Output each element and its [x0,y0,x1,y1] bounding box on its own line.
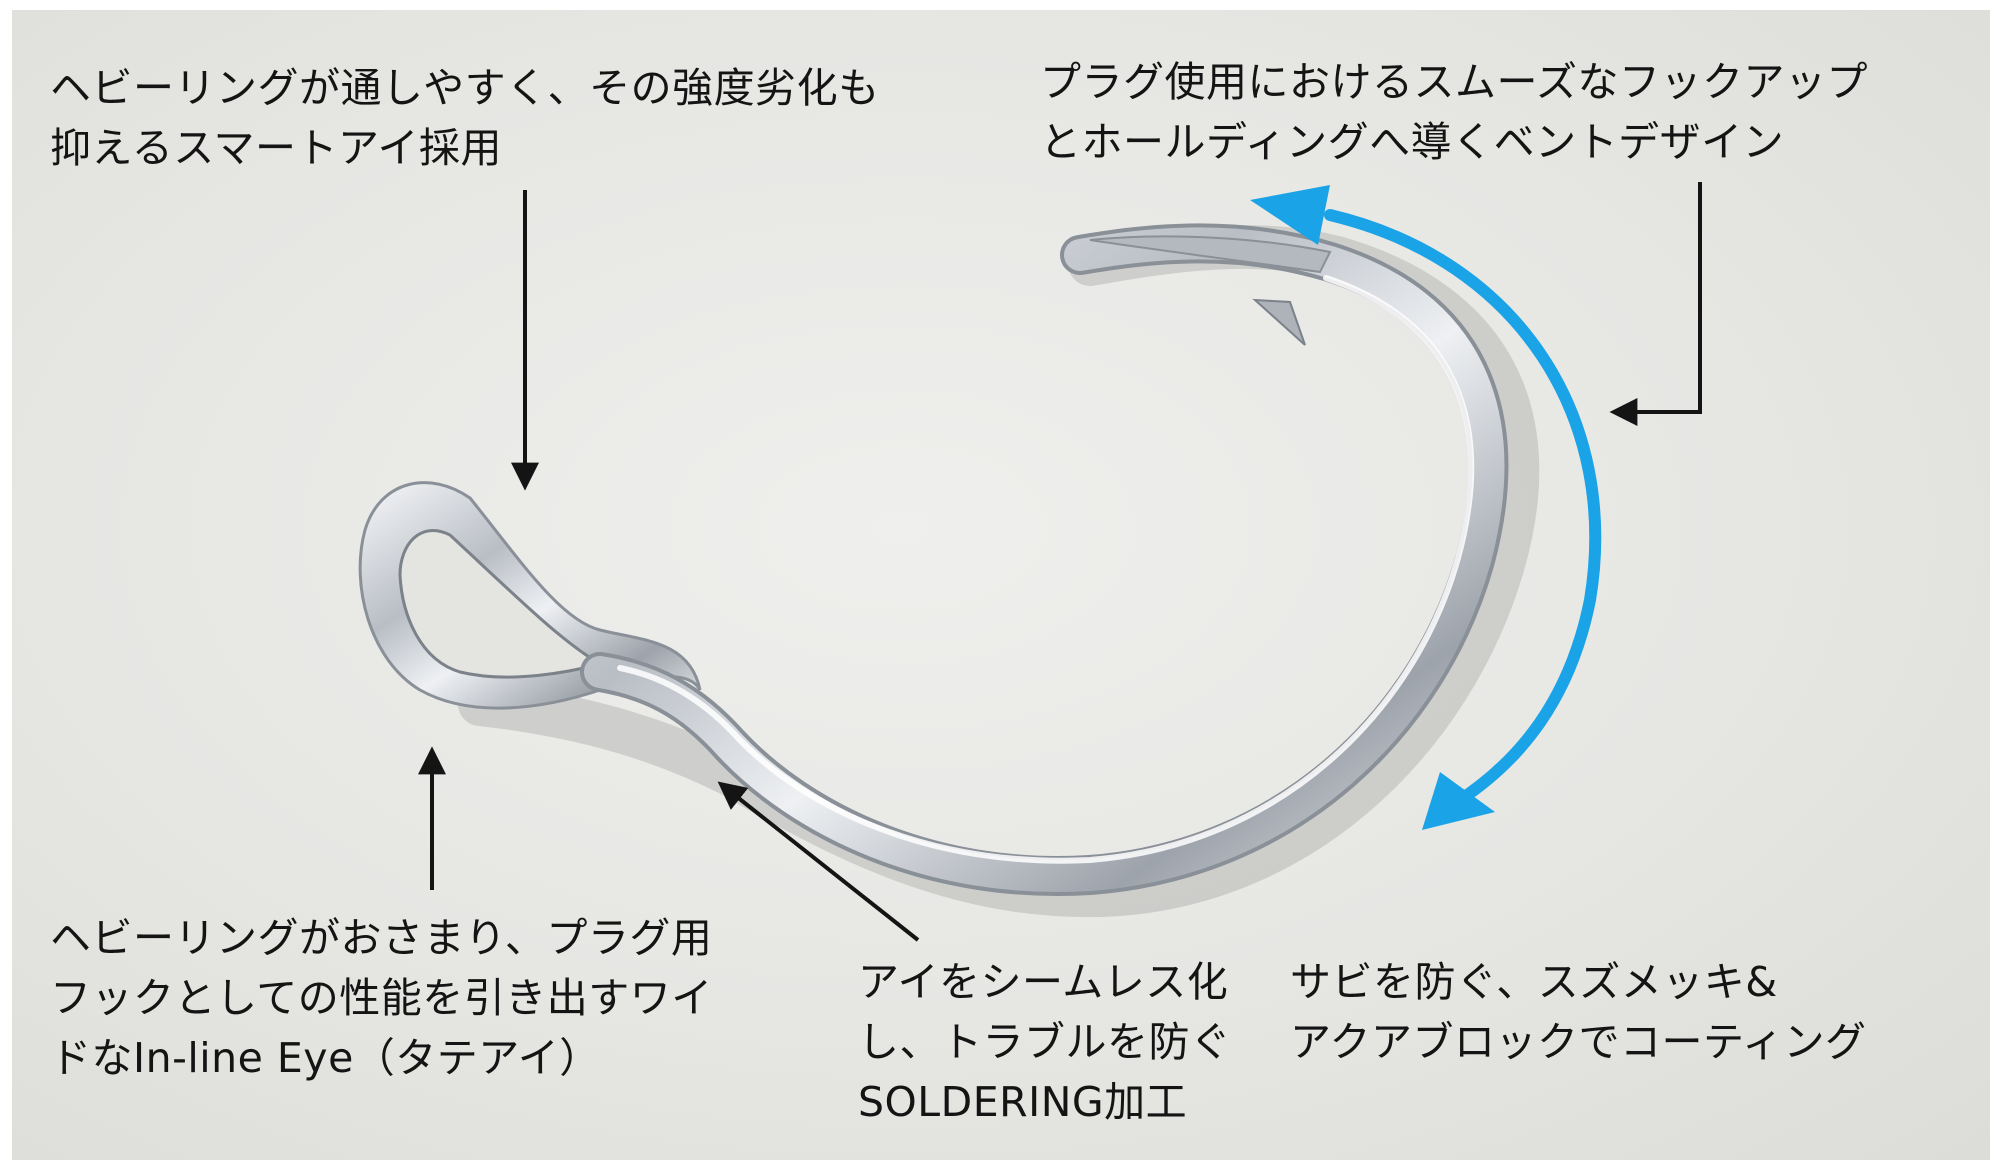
pointer-arrows [418,182,1702,942]
caption-inline-eye: ヘビーリングがおさまり、プラグ用 フックとしての性能を引き出すワイ ドなIn-l… [50,914,713,1082]
arrow-bend-design [1609,182,1702,426]
caption-bend-design: プラグ使用におけるスムーズなフックアップ とホールディングへ導くベントデザイン [1040,58,1868,166]
caption-smart-eye: ヘビーリングが通しやすく、その強度劣化も 抑えるスマートアイ採用 [50,64,880,172]
hook-barb [1252,298,1306,346]
caption-coating: サビを防ぐ、スズメッキ& アクアブロックでコーティング [1290,958,1867,1066]
hook-point [1089,235,1332,274]
arrow-soldering [717,781,920,942]
fishing-hook [358,223,1509,896]
motion-arrow-head-top [1250,185,1330,245]
hook-up-motion-arrow [1250,185,1602,830]
hook-shadow [458,224,1540,918]
motion-arrow-head-bottom [1422,772,1495,830]
caption-soldering: アイをシームレス化 し、トラブルを防ぐ SOLDERING加工 [858,958,1232,1126]
hook-eye-hole [398,529,604,679]
hook-photo-background [12,10,1990,1160]
